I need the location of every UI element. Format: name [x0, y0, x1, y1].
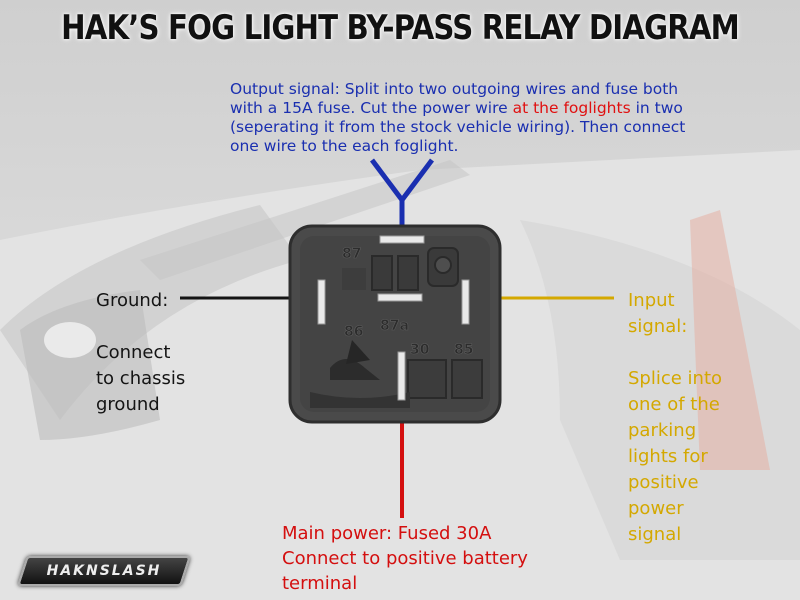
ground-label: Ground: Connect to chassis ground [96, 288, 206, 418]
power-line: Main power: Fused 30A [282, 523, 492, 544]
pin-85-blade [461, 279, 470, 325]
pin-label-85: 85 [454, 342, 473, 358]
pin-label-87a: 87a [380, 318, 409, 334]
pin-86-blade [317, 279, 326, 325]
input-desc-line: lights for [628, 446, 708, 467]
power-line: terminal [282, 573, 358, 594]
main-power-label: Main power: Fused 30A Connect to positiv… [282, 521, 602, 596]
output-text-highlight: at the foglights [512, 99, 631, 117]
input-label: Input signal: Splice into one of the par… [628, 288, 738, 548]
haknslash-logo: HAKNSLASH [17, 556, 191, 586]
pin-87-blade [379, 235, 425, 244]
pin-87a-blade [377, 293, 423, 302]
output-signal-text: Output signal: Split into two outgoing w… [230, 80, 700, 156]
pin-label-30: 30 [410, 342, 430, 358]
input-desc-line: positive [628, 472, 699, 493]
input-desc-line: parking [628, 420, 697, 441]
ground-desc-line: ground [96, 394, 160, 415]
ground-heading: Ground: [96, 290, 169, 311]
output-text-part2: in two (seperating it from the stock veh… [230, 99, 686, 155]
input-desc-line: Splice into [628, 368, 723, 389]
page-title: HAK’S FOG LIGHT BY-PASS RELAY DIAGRAM [61, 8, 740, 48]
input-heading-line: signal: [628, 316, 688, 337]
ground-desc-line: Connect [96, 342, 171, 363]
pin-label-87: 87 [342, 246, 361, 262]
pin-label-86: 86 [344, 324, 363, 340]
input-desc-line: power [628, 498, 684, 519]
pin-30-blade [397, 351, 406, 401]
ground-desc-line: to chassis [96, 368, 186, 389]
logo-text: HAKNSLASH [46, 563, 162, 579]
output-text-part1: Output signal: Split into two outgoing w… [230, 80, 679, 117]
relay-body [288, 224, 502, 424]
power-line: Connect to positive battery [282, 548, 528, 569]
input-heading-line: Input [628, 290, 675, 311]
input-desc-line: signal [628, 524, 682, 545]
input-desc-line: one of the [628, 394, 720, 415]
